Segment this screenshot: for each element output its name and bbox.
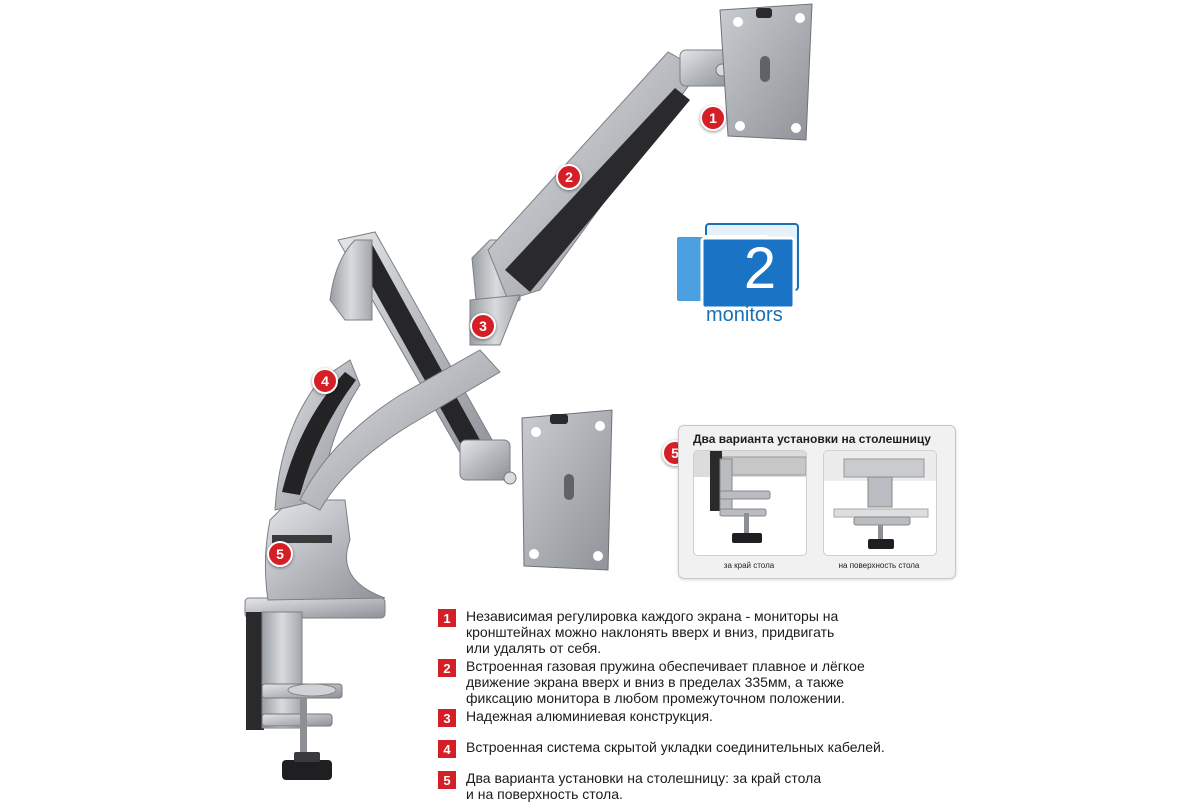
- desk-clamp: [244, 597, 386, 780]
- install-options-panel: Два варианта установки на столешницу за …: [678, 425, 956, 579]
- dual-monitor-badge-icon: [675, 223, 799, 310]
- grommet-mount-caption: на поверхность стола: [838, 561, 920, 570]
- badge-number: 2: [743, 236, 777, 301]
- mount-pole: [264, 499, 386, 601]
- edge-clamp-option: [693, 450, 807, 556]
- marker-5: 5: [267, 541, 293, 567]
- upper-arm: [299, 49, 733, 511]
- feature-number: 1: [438, 609, 456, 627]
- marker-3: 3: [470, 313, 496, 339]
- marker-4: 4: [312, 368, 338, 394]
- feature-number: 3: [438, 709, 456, 727]
- lower-vesa-plate: [521, 409, 613, 571]
- feature-text: Встроенная газовая пружина обеспечивает …: [466, 658, 865, 706]
- top-vesa-plate: [719, 3, 813, 141]
- marker-1: 1: [700, 105, 726, 131]
- feature-text: Надежная алюминиевая конструкция.: [466, 708, 713, 724]
- badge-label: monitors: [706, 304, 783, 326]
- feature-number: 4: [438, 740, 456, 758]
- marker-2: 2: [556, 164, 582, 190]
- grommet-mount-option: [823, 450, 937, 556]
- edge-clamp-caption: за край стола: [723, 561, 775, 570]
- lower-arm: [274, 231, 517, 511]
- install-panel-title: Два варианта установки на столешницу: [693, 432, 931, 446]
- feature-text: Встроенная система скрытой укладки соеди…: [466, 739, 885, 755]
- feature-number: 2: [438, 659, 456, 677]
- feature-number: 5: [438, 771, 456, 789]
- feature-text: Независимая регулировка каждого экрана -…: [466, 608, 839, 656]
- feature-text: Два варианта установки на столешницу: за…: [466, 770, 822, 802]
- grommet-mount-icon: [824, 451, 936, 549]
- edge-clamp-icon: [694, 451, 806, 543]
